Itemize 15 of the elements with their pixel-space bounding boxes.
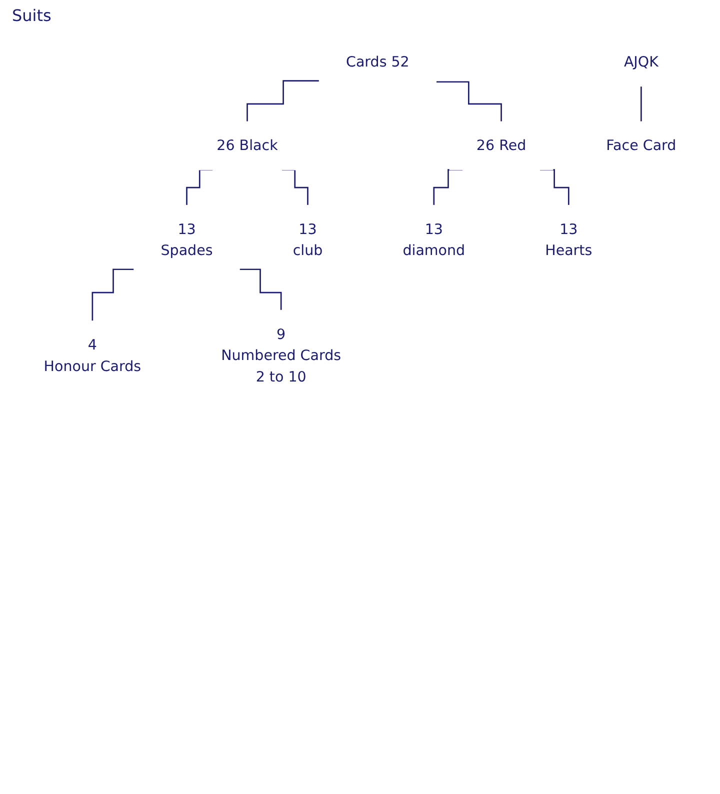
- connector: [436, 81, 502, 122]
- connector: [92, 268, 134, 322]
- node-text: 13 Spades: [160, 220, 213, 259]
- connector: [640, 85, 642, 122]
- node-text: 13 club: [292, 220, 323, 259]
- node-text: Face Card: [606, 136, 676, 154]
- node-text: 13 Hearts: [545, 220, 592, 259]
- node-text: Cards 52: [346, 53, 410, 70]
- node-text: 4 Honour Cards: [44, 336, 142, 374]
- note-text: Suits: [12, 6, 52, 25]
- node-text: 9 Numbered Cards 2 to 10: [221, 325, 342, 386]
- connector: [239, 268, 282, 311]
- node-text: AJQK: [624, 53, 658, 70]
- connector: [246, 80, 320, 122]
- node-text: 13 diamond: [402, 220, 466, 259]
